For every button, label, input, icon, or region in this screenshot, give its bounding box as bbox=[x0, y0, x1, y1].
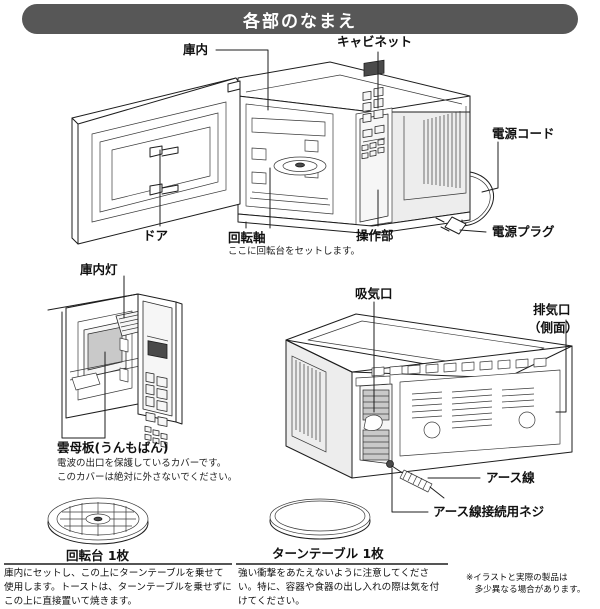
label-door: ドア bbox=[143, 228, 169, 243]
label-air-intake: 吸気口 bbox=[355, 286, 393, 301]
caption-divider-right bbox=[236, 563, 448, 565]
footnote-line2: 多少異なる場合があります。 bbox=[466, 585, 586, 595]
label-turntable-base: 回転台 1枚 bbox=[66, 548, 130, 563]
page-title-banner: 各部のなまえ bbox=[22, 4, 578, 34]
label-rotating-shaft: 回転軸 bbox=[228, 230, 266, 245]
label-cabinet: キャビネット bbox=[337, 34, 413, 49]
page-title: 各部のなまえ bbox=[243, 11, 357, 32]
label-earth-wire: アース線 bbox=[486, 470, 535, 485]
label-power-plug: 電源プラグ bbox=[492, 224, 555, 239]
label-power-cord: 電源コード bbox=[492, 126, 555, 141]
label-turntable-plate: ターンテーブル 1枚 bbox=[272, 546, 384, 561]
door-detail-illustration bbox=[47, 293, 183, 448]
caption-divider-left bbox=[4, 563, 232, 565]
label-interior: 庫内 bbox=[183, 42, 209, 57]
label-earth-screw: アース線接続用ネジ bbox=[433, 504, 545, 519]
caption-turntable-base: 庫内にセットし、この上にターンテーブルを乗せて使用します。トーストは、ターンテー… bbox=[4, 568, 232, 607]
label-rotating-shaft-note: ここに回転台をセットします。 bbox=[228, 246, 361, 257]
caption-turntable-plate: 強い衝撃をあたえないように注意してください。特に、容器や食器の出し入れの際は気を… bbox=[238, 568, 440, 607]
label-control-panel: 操作部 bbox=[356, 228, 394, 243]
main-oven-illustration bbox=[71, 59, 494, 245]
turntable-plate-illustration bbox=[269, 498, 371, 540]
rear-view-illustration bbox=[285, 313, 573, 499]
label-exhaust-line2: （側面） bbox=[528, 320, 579, 335]
footnote-line1: ※イラストと実際の製品は bbox=[466, 573, 568, 583]
label-mica-plate-note-1: 電波の出口を保護しているカバーです。 bbox=[57, 458, 227, 469]
label-exhaust-line1: 排気口 bbox=[533, 302, 571, 317]
label-interior-lamp: 庫内灯 bbox=[80, 262, 118, 277]
label-mica-plate-note-2: このカバーは絶対に外さないでください。 bbox=[57, 472, 238, 483]
label-mica-plate: 雲母板(うんもばん) bbox=[57, 440, 169, 455]
leader-lines bbox=[61, 49, 567, 513]
turntable-base-illustration bbox=[47, 497, 149, 545]
